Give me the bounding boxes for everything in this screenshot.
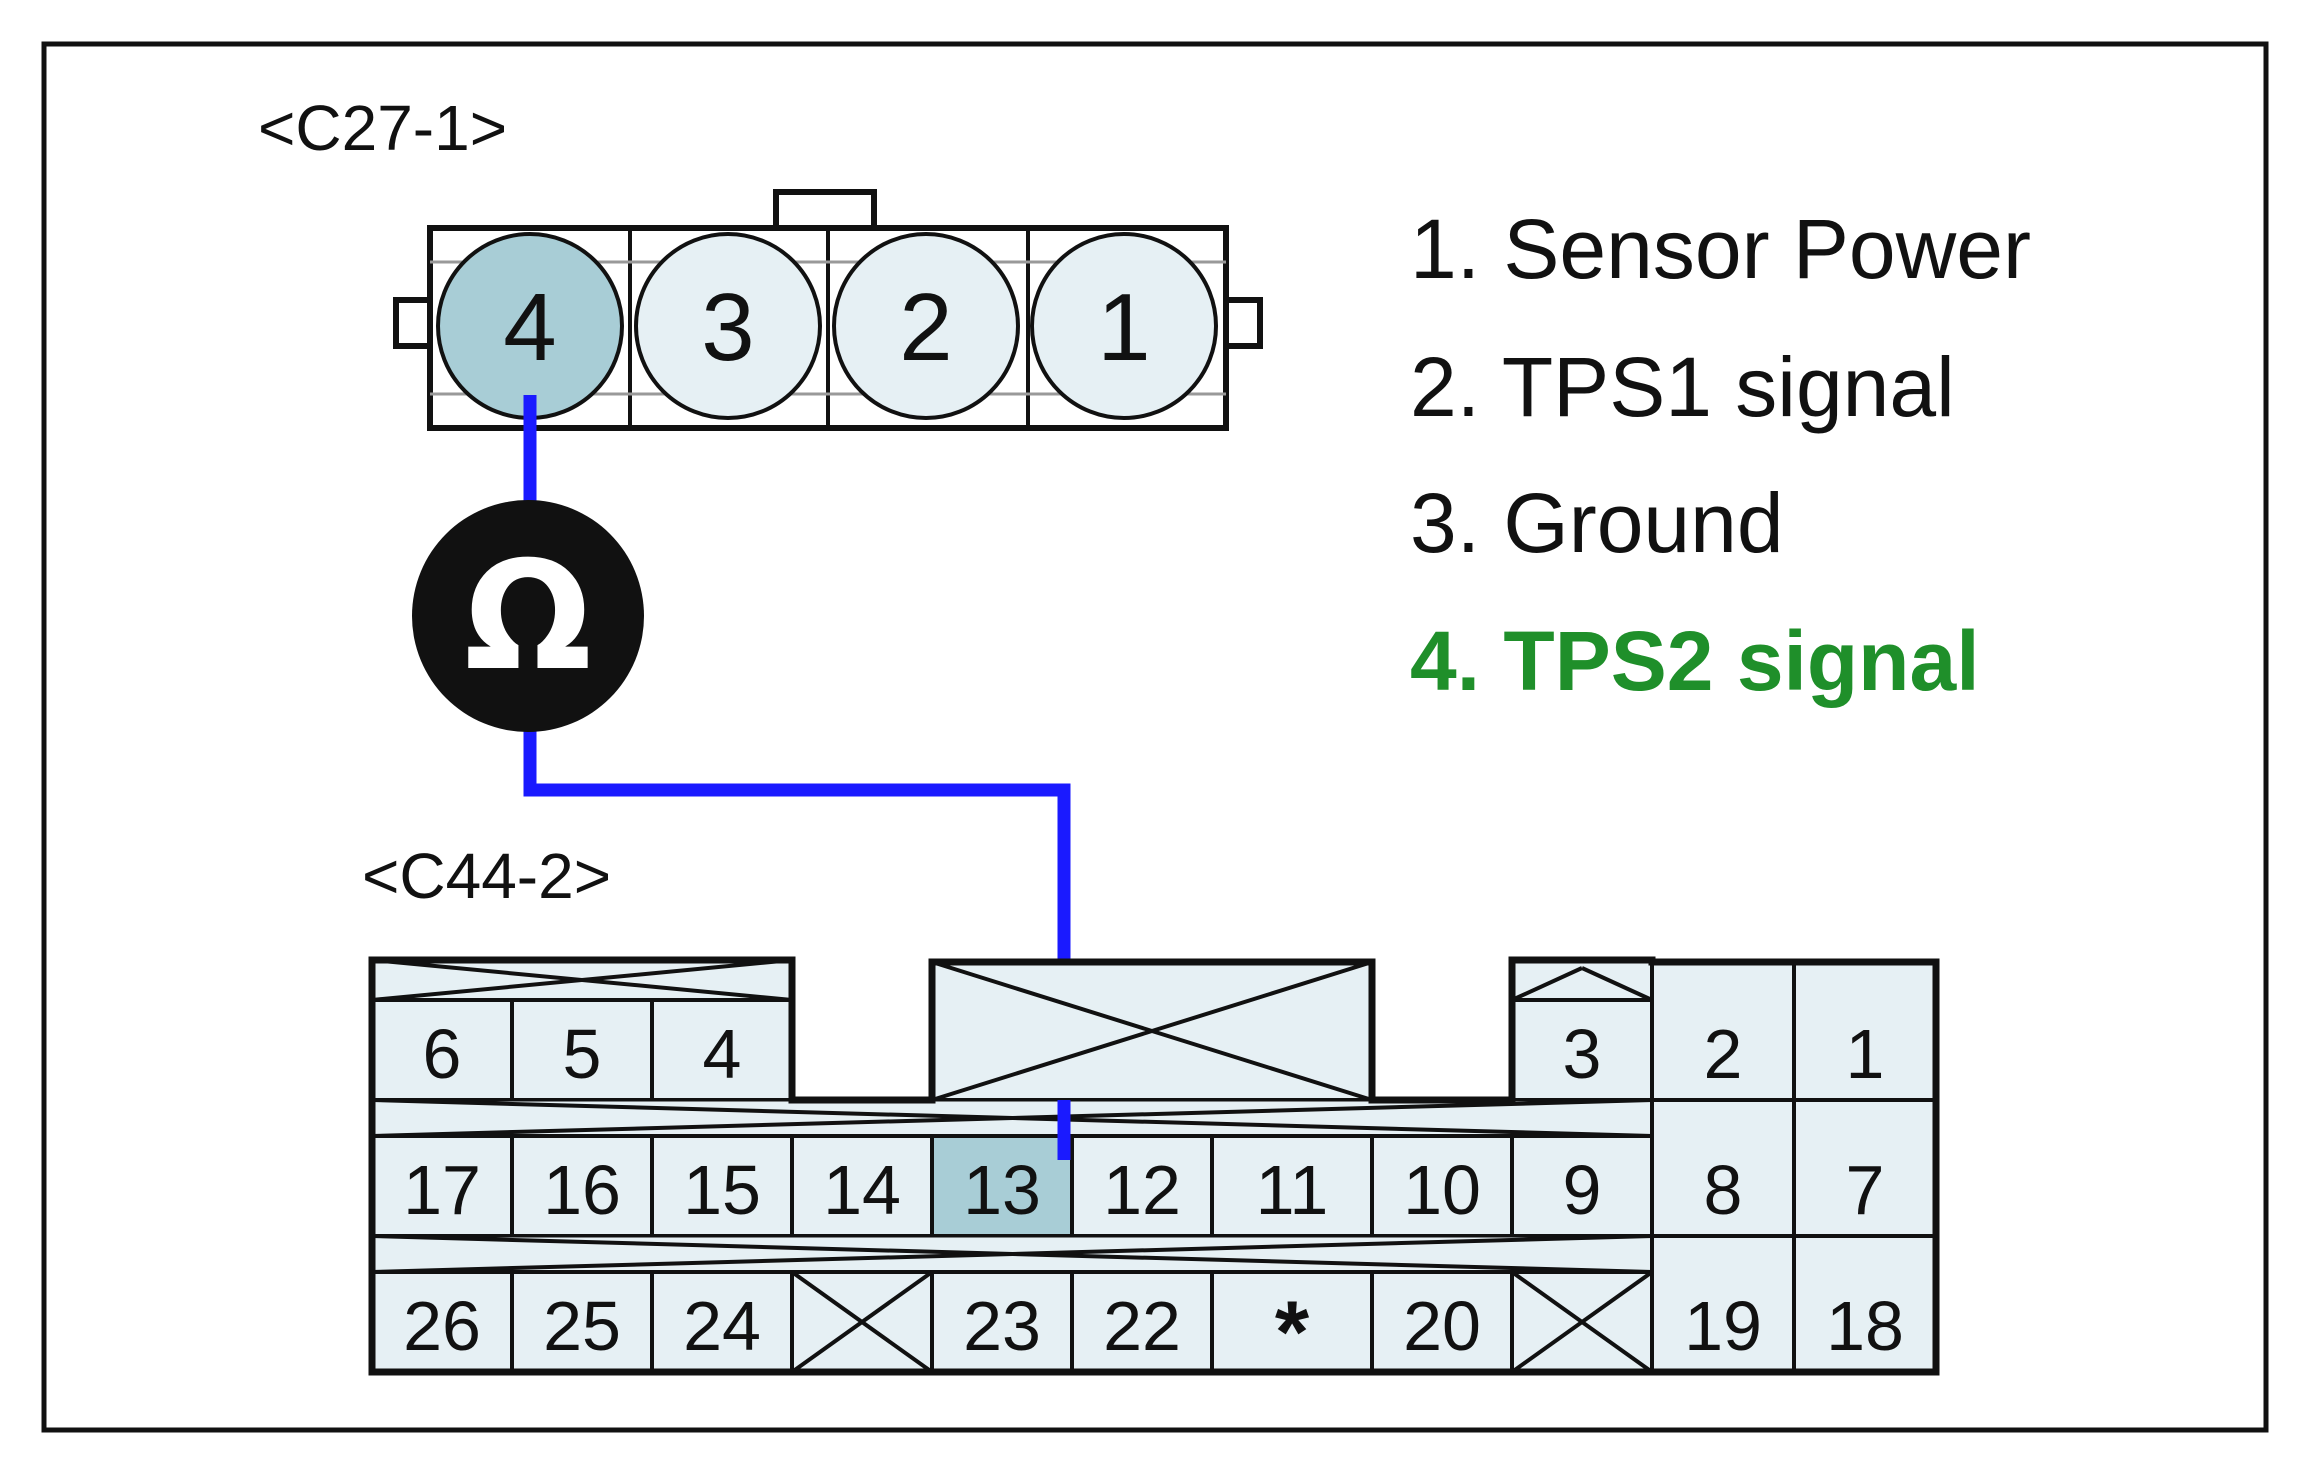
connector-top-latch	[773, 189, 877, 233]
connector-bottom-name: <C44-2>	[362, 840, 611, 912]
connector-top-pin-label: 3	[701, 274, 754, 381]
legend-item-4: 4. TPS2 signal	[1410, 614, 1980, 708]
pin-22	[1070, 1270, 1214, 1374]
pin-label: 23	[963, 1287, 1041, 1365]
pin-label: 10	[1403, 1151, 1481, 1229]
pin-label: 18	[1826, 1287, 1904, 1365]
connector-top-name: <C27-1>	[258, 92, 507, 164]
connector-top-pin-1	[1030, 232, 1218, 420]
pin-19	[1650, 1234, 1796, 1374]
pin-label: 26	[403, 1287, 481, 1365]
pin-7	[1792, 1098, 1938, 1238]
legend-item-2: 2. TPS1 signal	[1410, 340, 1955, 434]
pin-label: 2	[1704, 1015, 1743, 1093]
latch-row1-right	[1510, 958, 1654, 1002]
pin-label: 24	[683, 1287, 761, 1365]
pin-label: 6	[423, 1015, 462, 1093]
pin-label: 25	[543, 1287, 621, 1365]
pin-label: 3	[1563, 1015, 1602, 1093]
connector-top: 4 3 2 1	[393, 189, 1263, 431]
connector-bottom: 6 5 4 3 2 1 17 16 15 14 13 12 11 10 9 8 …	[368, 956, 1940, 1381]
pin-25	[510, 1270, 654, 1374]
pin-14	[790, 1134, 934, 1238]
pin-1	[1792, 960, 1938, 1102]
pin-label: 14	[823, 1151, 901, 1229]
pin-4	[650, 998, 794, 1102]
pin-18	[1792, 1234, 1938, 1374]
pin-10	[1370, 1134, 1514, 1238]
pin-26	[370, 1270, 514, 1374]
ohm-symbol: Ω	[464, 530, 592, 704]
pin-label: 15	[683, 1151, 761, 1229]
connector-top-pin-label: 1	[1097, 274, 1150, 381]
legend-item-1: 1. Sensor Power	[1410, 202, 2031, 296]
connector-top-side-tab-left	[393, 297, 433, 349]
pin-label: 8	[1704, 1151, 1743, 1229]
connector-top-pin-3	[634, 232, 822, 420]
pin-label: 17	[403, 1151, 481, 1229]
pin-label: 7	[1846, 1151, 1885, 1229]
legend-item-3: 3. Ground	[1410, 476, 1784, 570]
pin-label: 13	[963, 1151, 1041, 1229]
connector-bottom-outline	[368, 956, 1940, 1376]
pin-label: 20	[1403, 1287, 1481, 1365]
pin-label: 16	[543, 1151, 621, 1229]
pin-label: 22	[1103, 1287, 1181, 1365]
pin-label: *	[1275, 1282, 1310, 1381]
pin-20	[1370, 1270, 1514, 1374]
pin-13	[930, 1134, 1074, 1238]
ohm-icon	[412, 500, 644, 732]
pin-label: 5	[563, 1015, 602, 1093]
connector-top-pin-label: 4	[503, 274, 556, 381]
pin-21	[1210, 1270, 1374, 1374]
connector-top-side-tab-right	[1223, 297, 1263, 349]
connector-top-pin-label: 2	[899, 274, 952, 381]
pin-label: 9	[1563, 1151, 1602, 1229]
pin-label: 4	[703, 1015, 742, 1093]
pin-label: 19	[1684, 1287, 1762, 1365]
pin-label: 11	[1256, 1151, 1329, 1229]
connector-top-pin-2	[832, 232, 1020, 420]
pin-label: 1	[1846, 1015, 1885, 1093]
pin-9	[1510, 1134, 1654, 1238]
pin-label: 12	[1103, 1151, 1181, 1229]
ohmmeter: Ω	[412, 500, 644, 732]
pin-legend: 1. Sensor Power 2. TPS1 signal 3. Ground…	[1410, 202, 2031, 708]
